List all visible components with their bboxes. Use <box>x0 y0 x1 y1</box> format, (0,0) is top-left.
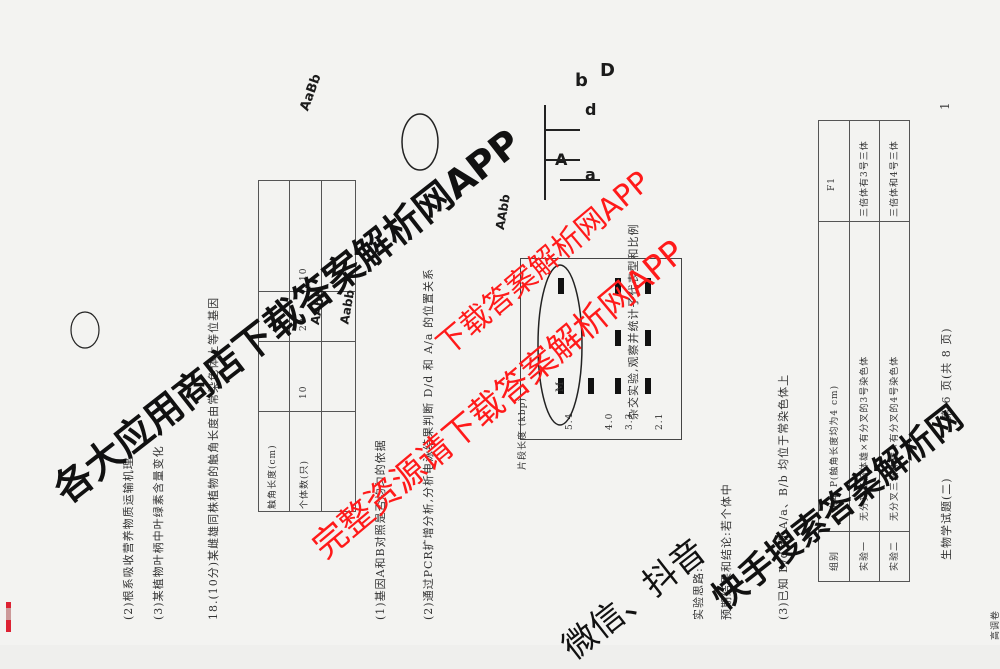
pen-markings <box>70 105 600 426</box>
cross-table: 组别 亲本 P(触角长度均为4 cm) F1 实验一 无分叉三倍体雄×有分叉的3… <box>818 120 910 582</box>
edge-mark <box>6 602 11 632</box>
gel-band <box>645 278 651 294</box>
handwritten-note: a <box>585 165 596 184</box>
gel-band <box>588 378 594 394</box>
pen-circle <box>537 264 583 426</box>
gel-band <box>645 330 651 346</box>
pen-stroke <box>544 105 600 200</box>
gel-diagram <box>520 258 682 440</box>
pen-circle <box>401 113 439 171</box>
pen-circle <box>70 311 100 349</box>
handwritten-note: d <box>585 100 597 119</box>
gel-band <box>558 378 564 394</box>
handwritten-note: b <box>575 70 588 91</box>
scanned-page: (2)根系吸收营养物质运输机理 (3)某植物叶柄中叶绿素含量变化 18.(10分… <box>6 60 1000 668</box>
length-table: 触角长度(cm) 个体数(只) 10 20 10 <box>258 180 356 512</box>
gel-band <box>645 378 651 394</box>
gel-band <box>615 278 621 294</box>
gel-band <box>615 378 621 394</box>
gel-band <box>558 278 564 294</box>
gel-band <box>615 330 621 346</box>
handwritten-note: D <box>600 60 615 81</box>
